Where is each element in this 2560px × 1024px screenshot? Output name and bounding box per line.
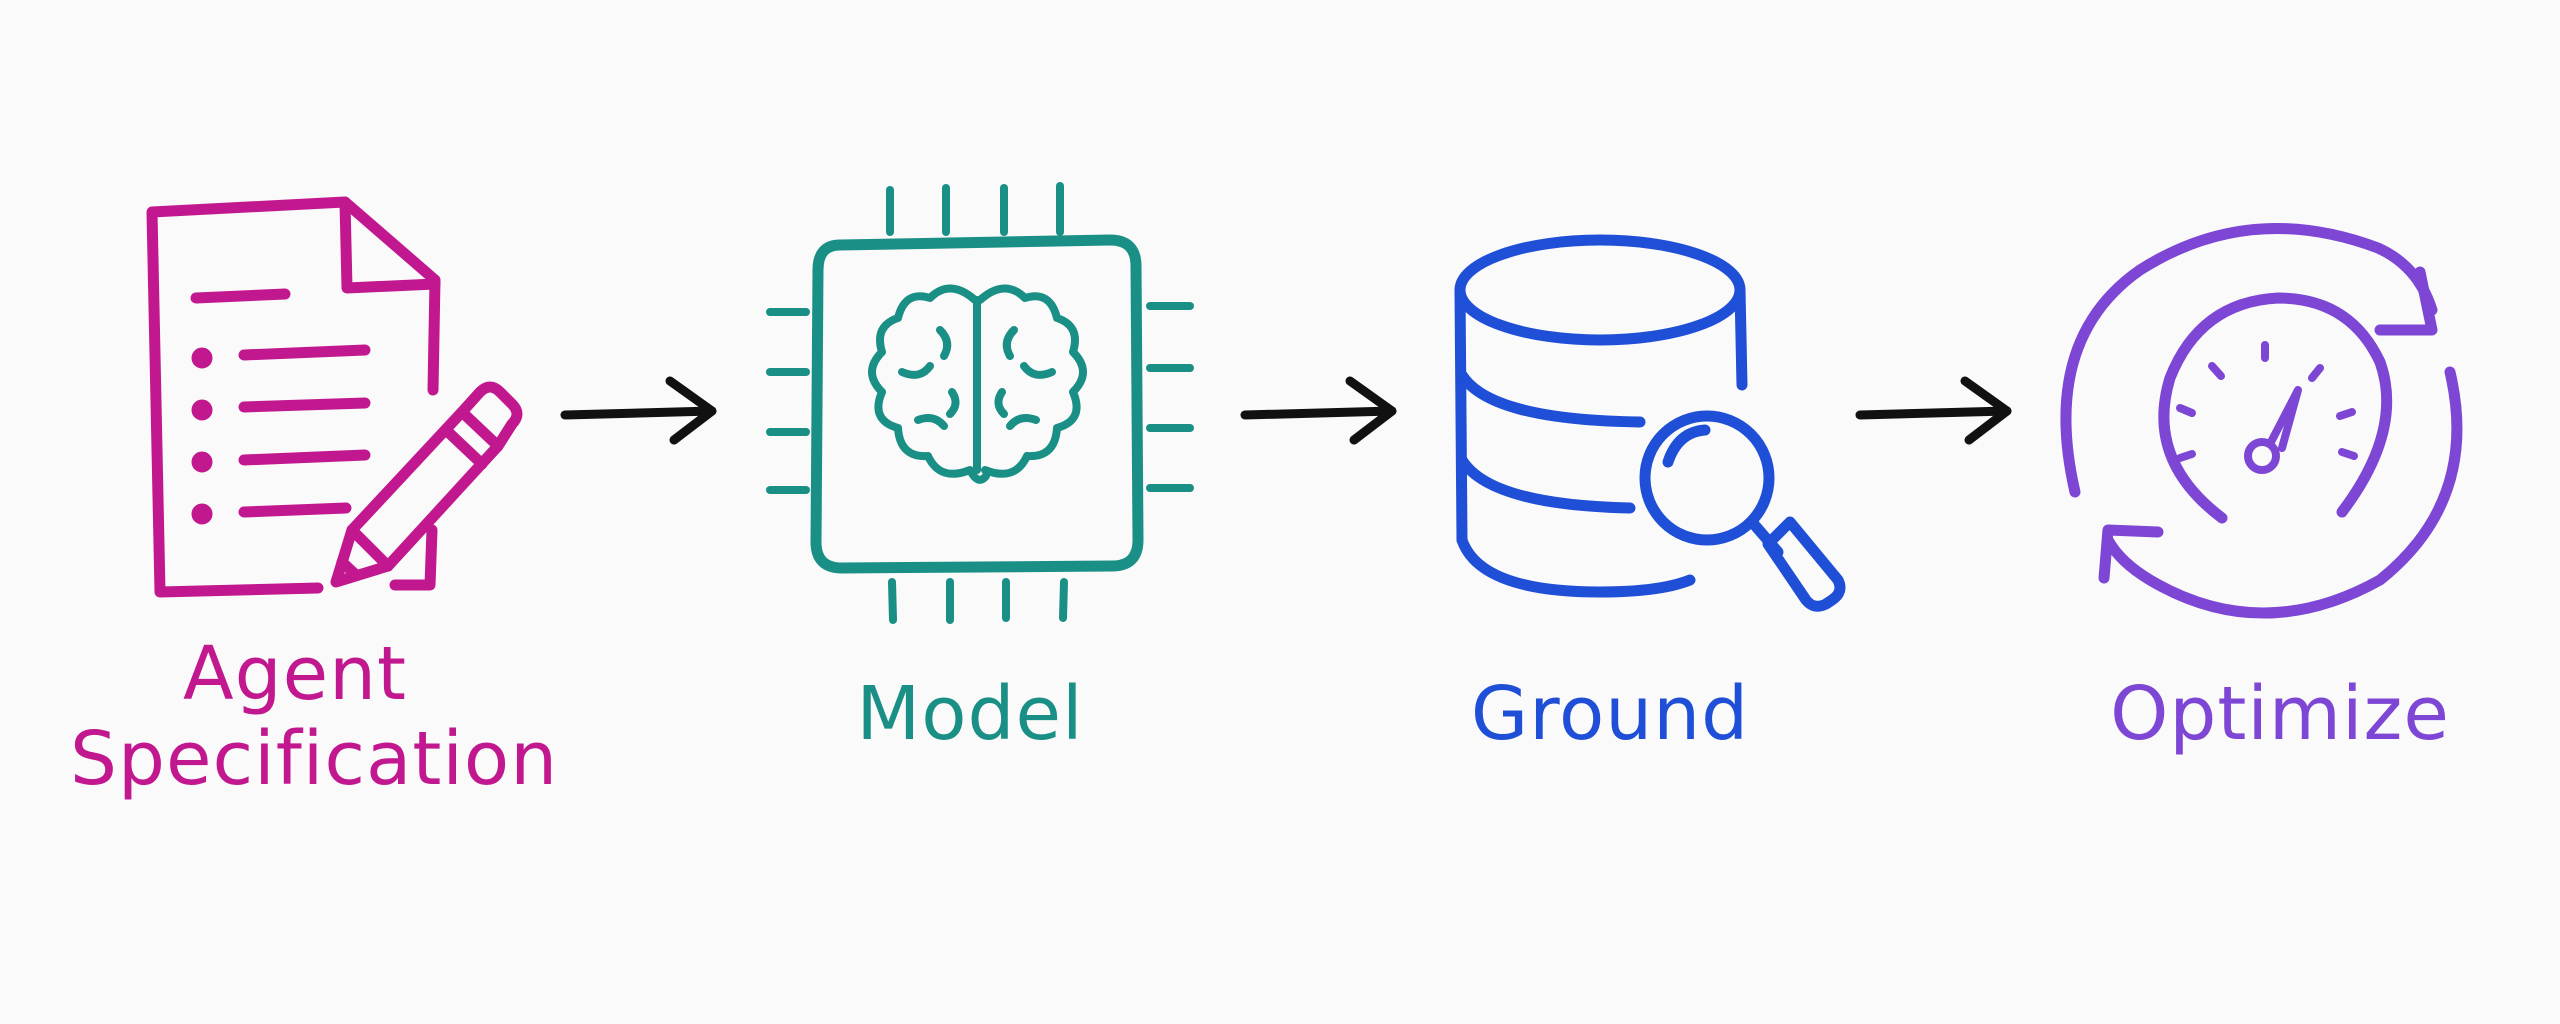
database-search-icon: [1454, 234, 1846, 612]
gauge-cycle-icon: [2060, 222, 2463, 619]
gauge-ticks-icon: [2176, 341, 2358, 474]
step-label-optimize: Optimize: [2110, 671, 2450, 757]
chip-brain-icon: [766, 182, 1194, 624]
document-pencil-icon: [146, 196, 523, 598]
step-label-line-1: Agent: [182, 631, 408, 717]
step-label-agent-specification: Agent Specification: [70, 631, 559, 803]
arrow-3-icon: [1855, 376, 2012, 445]
arrow-2-icon: [1240, 376, 1397, 445]
arrow-1-icon: [560, 376, 717, 445]
step-label-ground: Ground: [1470, 671, 1750, 757]
step-label-line-2: Specification: [70, 716, 559, 803]
step-label-model: Model: [856, 671, 1084, 757]
